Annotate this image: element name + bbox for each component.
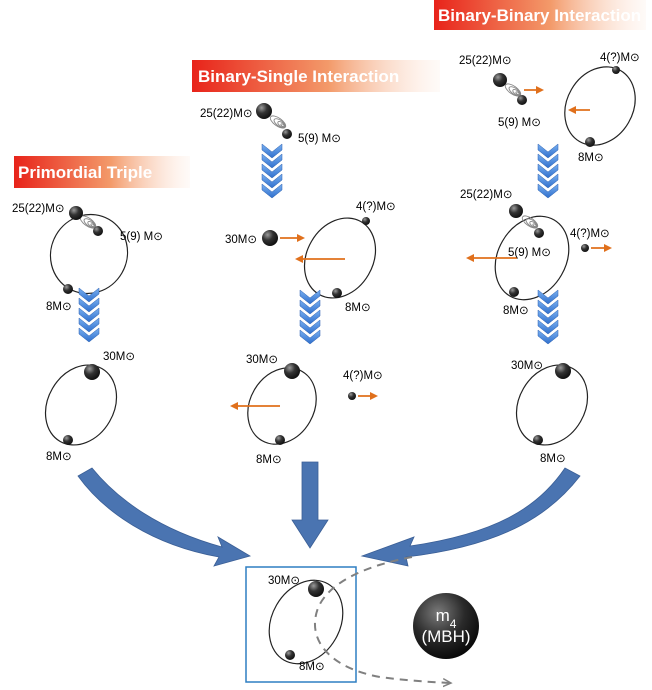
label-8msun: 8M⊙	[256, 454, 282, 466]
mbh-sphere	[413, 593, 479, 659]
arrow-from-primordial	[77, 467, 252, 567]
star-4msun	[348, 392, 356, 400]
star-25msun	[256, 103, 272, 119]
star-5msun	[93, 226, 103, 236]
label-5msun: 5(9) M⊙	[120, 231, 163, 243]
orbit-ellipse	[44, 364, 118, 446]
label-30msun: 30M⊙	[225, 234, 257, 246]
mass-transfer-spiral	[267, 113, 289, 131]
label-8msun: 8M⊙	[299, 661, 325, 673]
title-binary-binary: Binary-Binary Interaction	[438, 6, 641, 25]
star-5msun	[517, 95, 527, 105]
star-8msun	[63, 435, 73, 445]
arrow-from-binary-binary	[360, 467, 581, 567]
primordial-triple-column: 25(22)M⊙ 5(9) M⊙ 8M⊙ 30M⊙ 8M⊙	[12, 203, 163, 463]
star-25msun	[509, 204, 523, 218]
star-30msun	[308, 581, 324, 597]
label-5msun: 5(9) M⊙	[508, 247, 551, 259]
chevron-down-arrows	[300, 290, 320, 344]
final-state-box: 30M⊙ 8M⊙	[245, 566, 357, 683]
label-8msun: 8M⊙	[46, 301, 72, 313]
chevron-down-arrows	[79, 288, 99, 342]
label-8msun: 8M⊙	[345, 302, 371, 314]
label-25msun: 25(22)M⊙	[460, 189, 512, 201]
orbit-ellipse	[49, 213, 129, 295]
star-30msun	[84, 364, 100, 380]
flyby-trajectory	[313, 556, 450, 683]
star-30msun	[284, 363, 300, 379]
label-8msun: 8M⊙	[578, 152, 604, 164]
chevron-down-arrows	[262, 144, 282, 198]
star-25msun	[493, 73, 507, 87]
arrow-from-binary-single	[291, 461, 329, 549]
label-30msun: 30M⊙	[268, 575, 300, 587]
star-4msun	[612, 66, 620, 74]
label-30msun: 30M⊙	[246, 354, 278, 366]
chevron-down-arrows	[538, 290, 558, 344]
label-25msun: 25(22)M⊙	[12, 203, 64, 215]
label-5msun: 5(9) M⊙	[498, 117, 541, 129]
label-4msun: 4(?)M⊙	[356, 201, 396, 213]
label-25msun: 25(22)M⊙	[459, 55, 511, 67]
orbit-ellipse	[515, 364, 589, 446]
orbit-ellipse	[564, 66, 636, 146]
mbh-perturber: m4 (MBH)	[413, 593, 479, 659]
star-8msun	[509, 287, 519, 297]
label-4msun: 4(?)M⊙	[600, 52, 640, 64]
label-30msun: 30M⊙	[511, 360, 543, 372]
label-4msun: 4(?)M⊙	[570, 228, 610, 240]
star-5msun	[534, 228, 544, 238]
mbh-subscript: 4	[450, 617, 457, 631]
star-4msun	[581, 244, 589, 252]
label-8msun: 8M⊙	[46, 451, 72, 463]
label-8msun: 8M⊙	[503, 305, 529, 317]
binary-single-column: 25(22)M⊙ 5(9) M⊙ 30M⊙ 4(?)M⊙ 8M⊙ 30M⊙ 8M…	[200, 103, 396, 466]
label-30msun: 30M⊙	[103, 351, 135, 363]
title-primordial-triple: Primordial Triple	[18, 163, 152, 182]
star-25msun	[69, 206, 83, 220]
star-8msun	[275, 435, 285, 445]
star-8msun	[585, 137, 595, 147]
converging-arrows	[77, 461, 581, 567]
chevron-down-arrows	[538, 144, 558, 198]
label-25msun: 25(22)M⊙	[200, 108, 252, 120]
star-8msun	[332, 288, 342, 298]
star-8msun	[533, 435, 543, 445]
orbit-ellipse	[247, 367, 317, 445]
label-4msun: 4(?)M⊙	[343, 370, 383, 382]
banner-primordial-triple: Primordial Triple	[14, 156, 190, 188]
banner-binary-binary: Binary-Binary Interaction	[434, 0, 646, 30]
star-8msun	[285, 650, 295, 660]
label-8msun: 8M⊙	[540, 453, 566, 465]
binary-binary-column: 25(22)M⊙ 5(9) M⊙ 4(?)M⊙ 8M⊙ 25(22)M⊙ 5(9…	[459, 52, 640, 465]
star-8msun	[63, 284, 73, 294]
orbit-ellipse	[268, 579, 344, 665]
title-binary-single: Binary-Single Interaction	[198, 67, 399, 86]
star-30msun	[262, 230, 278, 246]
star-5msun	[282, 129, 292, 139]
star-4msun	[362, 217, 370, 225]
banner-binary-single: Binary-Single Interaction	[192, 60, 440, 92]
star-30msun	[555, 363, 571, 379]
label-5msun: 5(9) M⊙	[298, 133, 341, 145]
orbit-ellipse	[494, 215, 570, 301]
mbh-type-label: (MBH)	[421, 627, 470, 646]
final-box-frame	[245, 566, 357, 683]
